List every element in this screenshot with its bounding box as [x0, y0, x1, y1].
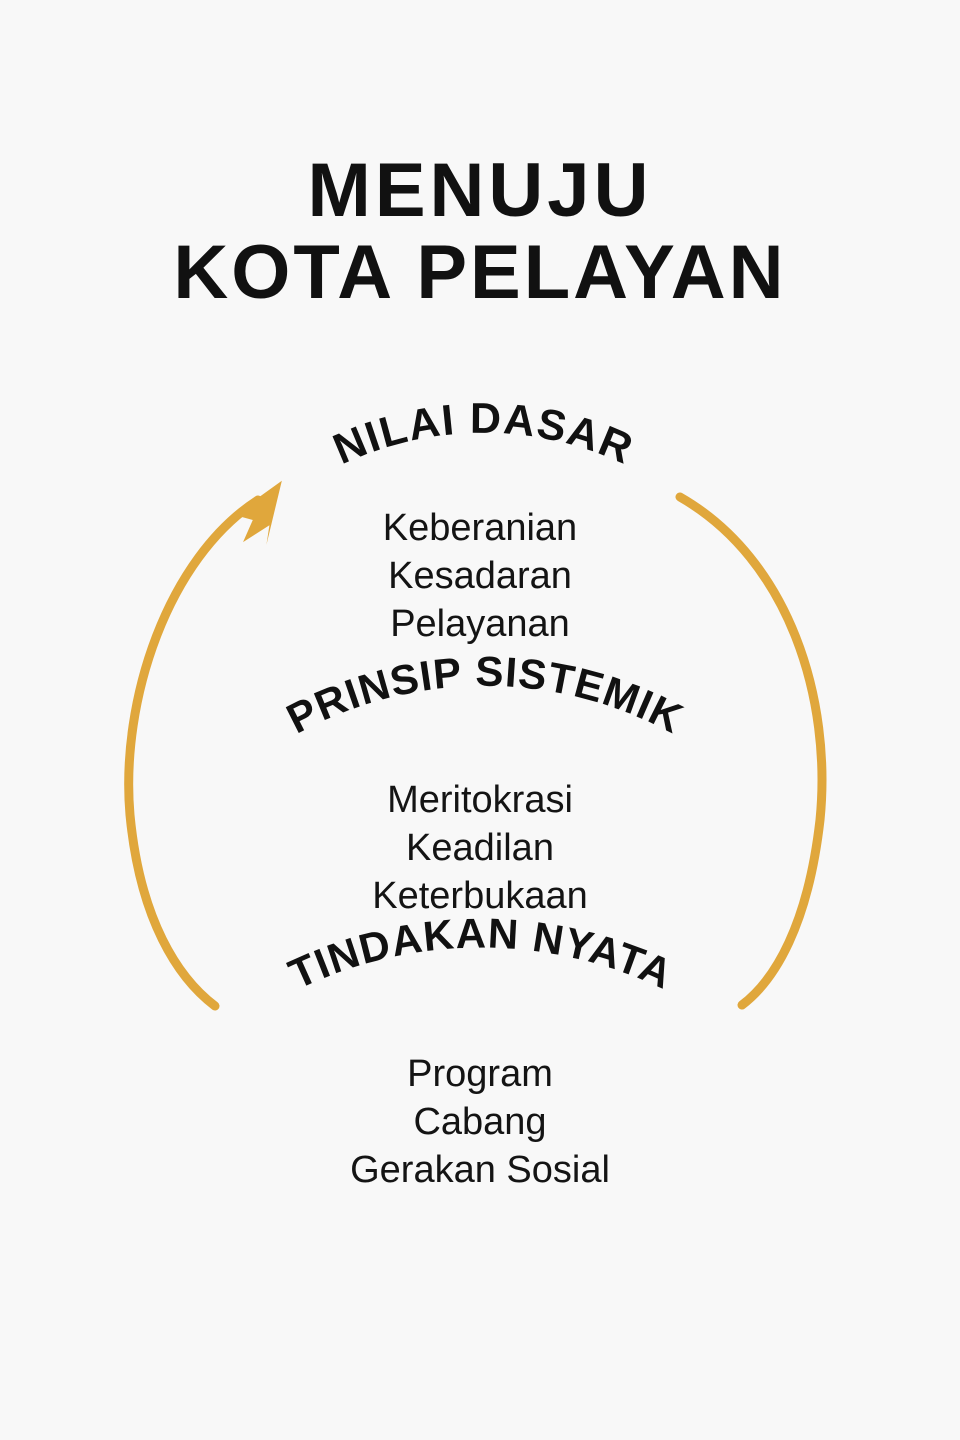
stage-item: Gerakan Sosial [350, 1149, 610, 1191]
stage-item: Kesadaran [388, 555, 572, 597]
stage-item: Cabang [413, 1101, 547, 1143]
stage-heading-prinsip-sistemik: PRINSIP SISTEMIK [279, 648, 691, 743]
stage-heading-nilai-dasar: NILAI DASAR [327, 395, 641, 474]
page-title-line-1: MENUJU [307, 148, 653, 233]
stage-item: Keterbukaan [372, 875, 588, 917]
stage-item: Program [407, 1053, 553, 1095]
stage-item: Pelayanan [390, 603, 570, 645]
page-title-line-2: KOTA PELAYAN [173, 230, 787, 315]
cycle-arrow-icon [234, 480, 282, 545]
stage-item: Meritokrasi [387, 779, 573, 821]
stage-items-nilai-dasar: Keberanian Kesadaran Pelayanan [0, 504, 960, 648]
stage-heading-tindakan-nyata: TINDAKAN NYATA [282, 909, 680, 997]
page-title: MENUJU KOTA PELAYAN [0, 150, 960, 314]
stage-items-tindakan-nyata: Program Cabang Gerakan Sosial [0, 1050, 960, 1194]
stage-item: Keberanian [382, 507, 578, 549]
stage-items-prinsip-sistemik: Meritokrasi Keadilan Keterbukaan [0, 776, 960, 920]
stage-item: Keadilan [406, 827, 554, 869]
